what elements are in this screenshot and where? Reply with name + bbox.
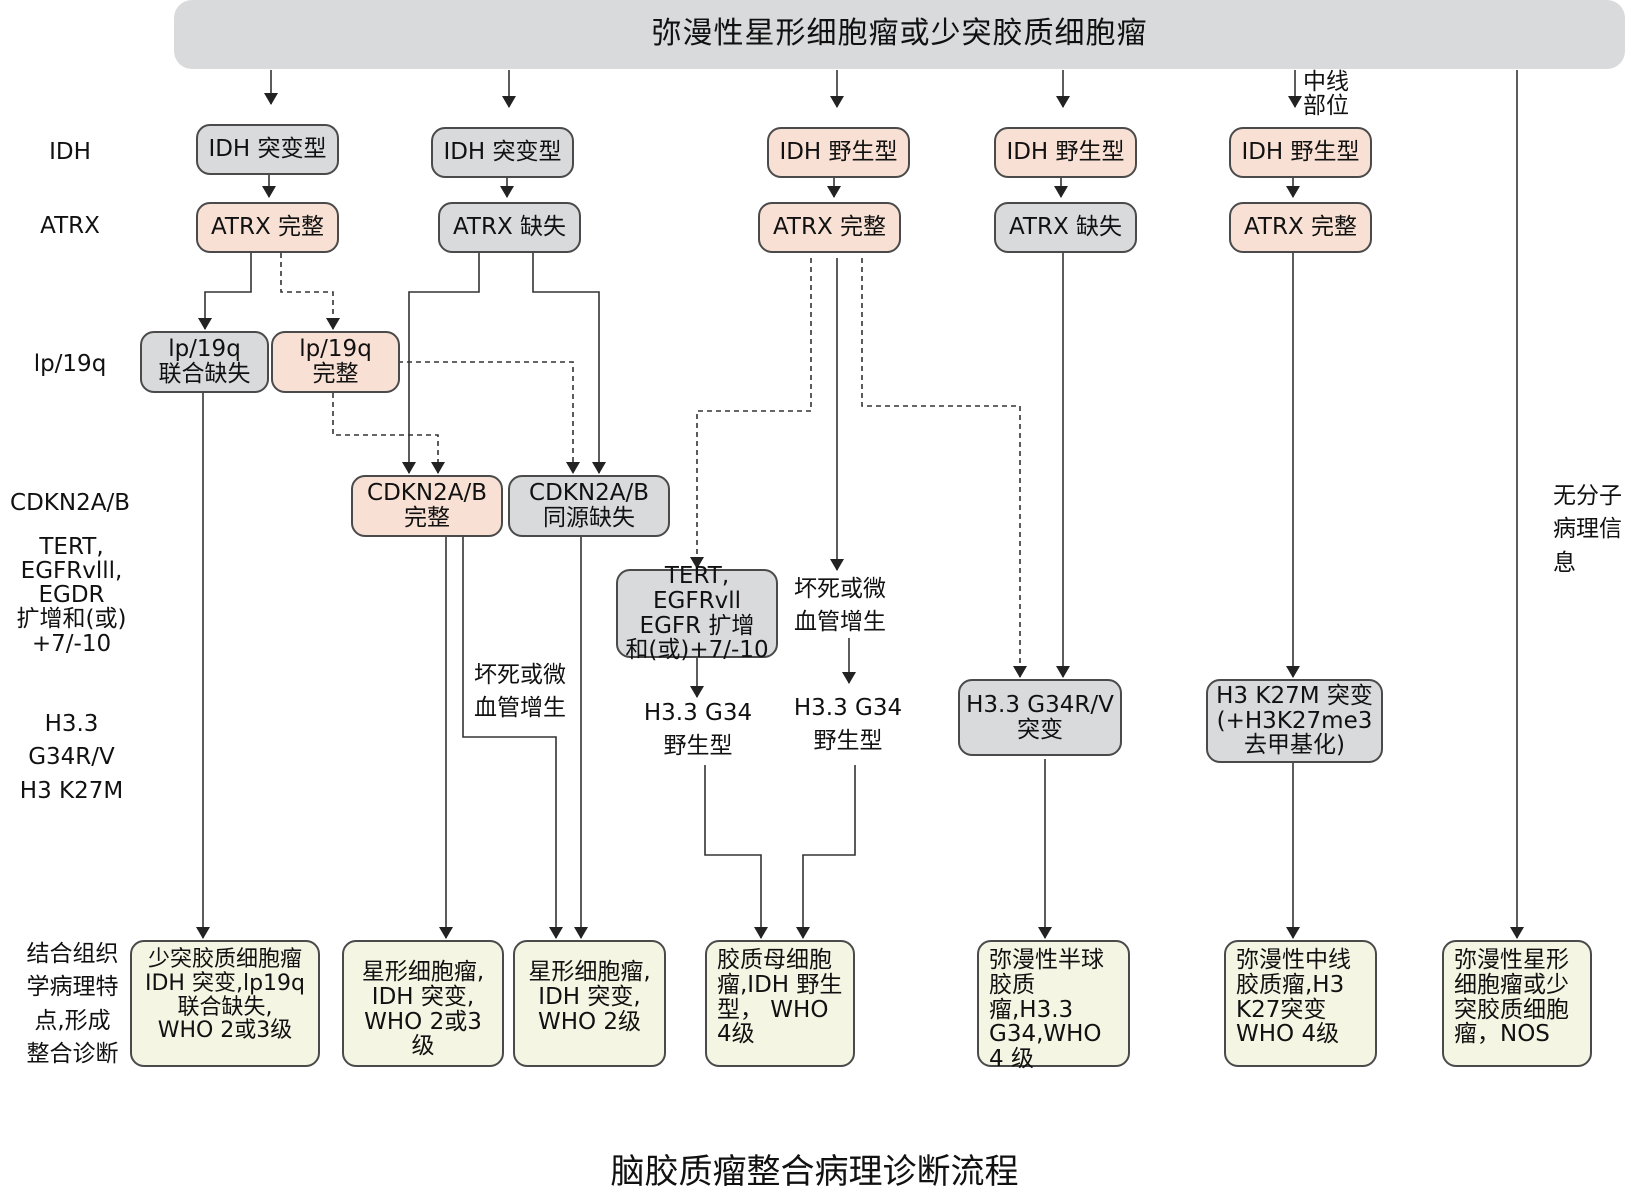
edge-atrx-intact: [280, 253, 340, 330]
edge-cdknintact-r3: [462, 537, 563, 939]
edge-atrxloss-cdknloss: [532, 253, 606, 474]
edge-atrxloss-cdknintact: [402, 253, 480, 474]
1p19q-intact-box: lp/19q 完整: [271, 331, 400, 393]
atrx-loss-box-1: ATRX 缺失: [438, 202, 581, 253]
atrx-intact-box-2: ATRX 完整: [758, 202, 901, 253]
cdkn-intact-box: CDKN2A/B 完整: [351, 475, 503, 537]
idh-wildtype-box-3: IDH 野生型: [1229, 127, 1372, 178]
h33-mutant-box: H3.3 G34R/V 突变: [958, 679, 1122, 756]
result-oligodendroglioma: 少突胶质细胞瘤 IDH 突变,lp19q 联合缺失, WHO 2或3级: [130, 940, 320, 1067]
row-label-h3: H3.3 G34R/V H3 K27M: [19, 711, 124, 804]
h3k27m-box: H3 K27M 突变 (+H3K27me3 去甲基化): [1206, 679, 1383, 763]
idh-mutant-box-1: IDH 突变型: [196, 124, 339, 175]
no-molecular-info-label: 无分子 病理信息: [1553, 483, 1622, 576]
result-hemispheric-glioma: 弥漫性半球 胶质瘤,H3.3 G34,WHO 4 级: [977, 940, 1130, 1072]
edge-atrx2-tert: [690, 258, 812, 569]
codeletion-box: lp/19q 联合缺失: [140, 331, 269, 393]
midline-label: 中线 部位: [1303, 69, 1349, 120]
atrx-intact-box-3: ATRX 完整: [1229, 202, 1372, 253]
figure-caption: 脑胶质瘤整合病理诊断流程: [610, 1152, 1019, 1192]
result-astrocytoma-g2: 星形细胞瘤, IDH 突变, WHO 2级: [513, 940, 666, 1067]
atrx-loss-box-2: ATRX 缺失: [994, 202, 1137, 253]
h33-wildtype-label-2: H3.3 G34 野生型: [793, 695, 903, 755]
idh-mutant-box-2: IDH 突变型: [431, 127, 574, 178]
cdkn-loss-box: CDKN2A/B 同源缺失: [508, 475, 670, 537]
row-label-cdkn: CDKN2A/B: [10, 490, 130, 516]
row-label-integrated: 结合组织 学病理特 点,形成 整合诊断: [26, 941, 119, 1068]
atrx-intact-box-1: ATRX 完整: [196, 202, 339, 253]
row-label-1p19q: lp/19q: [33, 351, 107, 377]
tert-egfr-box: TERT, EGFRvll EGFR 扩增 和(或)+7/-10: [616, 563, 778, 663]
row-label-atrx: ATRX: [40, 213, 100, 239]
edge-intact-cdknintact: [332, 393, 445, 474]
result-nos: 弥漫性星形 细胞瘤或少 突胶质细胞 瘤，NOS: [1442, 940, 1592, 1067]
top-banner: 弥漫性星形细胞瘤或少突胶质细胞瘤: [174, 0, 1625, 69]
row-label-idh: IDH: [49, 139, 91, 165]
edge-intact-cdknloss: [398, 361, 580, 474]
edge-atrx-codel: [198, 253, 252, 330]
edge-h33wt2-r4: [796, 765, 856, 939]
necrosis-label-1: 坏死或微 血管增生: [474, 662, 566, 722]
h33-wildtype-label-1: H3.3 G34 野生型: [643, 700, 753, 760]
result-midline-glioma: 弥漫性中线 胶质瘤,H3 K27突变 WHO 4级: [1224, 940, 1377, 1067]
row-label-tert: TERT, EGFRvlll, EGDR 扩增和(或) +7/-10: [16, 534, 127, 657]
result-astrocytoma-g2-3: 星形细胞瘤, IDH 突变, WHO 2或3级: [342, 940, 504, 1067]
idh-wildtype-box-2: IDH 野生型: [994, 127, 1137, 178]
result-glioblastoma: 胶质母细胞 瘤,IDH 野生 型， WHO 4级: [705, 940, 855, 1067]
edge-h33wt1-r4: [704, 765, 768, 939]
idh-wildtype-box-1: IDH 野生型: [767, 127, 910, 178]
necrosis-label-2: 坏死或微 血管增生: [794, 576, 886, 636]
